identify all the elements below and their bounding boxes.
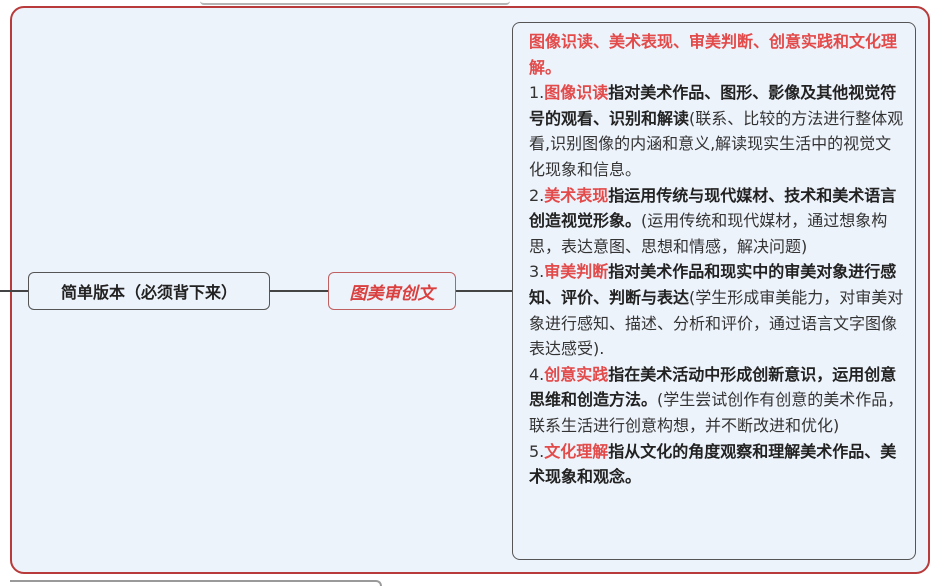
- topic-abbreviation-label: 图美审创文: [349, 283, 435, 304]
- item-number: 2.: [529, 185, 545, 205]
- item-definition: 指运用传统与现代媒材、技术和美术语言创造视觉形象。: [529, 185, 897, 231]
- bottom-branch-line: [10, 580, 382, 586]
- item-note: (学生尝试创作有创意的美术作品，联系生活进行创意构想，并不断改进和优化): [529, 390, 904, 435]
- detail-item-2: 2.美术表现指运用传统与现代媒材、技术和美术语言创造视觉形象。(运用传统和现代媒…: [529, 183, 907, 260]
- detail-item-4: 4.创意实践指在美术活动中形成创新意识，运用创意思维和创造方法。(学生尝试创作有…: [529, 362, 907, 439]
- topic-detail-text[interactable]: 图像识读、美术表现、审美判断、创意实践和文化理解。 1.图像识读指对美术作品、图…: [512, 22, 916, 560]
- connector-left: [0, 290, 28, 292]
- connector-abbr-detail: [456, 290, 512, 292]
- item-number: 3.: [529, 262, 545, 282]
- item-note: (联系、比较的方法进行整体观看,识别图像的内涵和意义,解读现实生活中的视觉文化现…: [529, 108, 904, 179]
- item-note: (学生形成审美能力，对审美对象进行感知、描述、分析和评价，通过语言文字图像表达感…: [529, 287, 904, 359]
- detail-item-3: 3.审美判断指对美术作品和现实中的审美对象进行感知、评价、判断与表达(学生形成审…: [529, 259, 907, 361]
- detail-item-5: 5.文化理解指从文化的角度观察和理解美术作品、美术现象和观念。: [529, 439, 907, 490]
- item-term: 美术表现: [544, 185, 609, 205]
- item-number: 1.: [529, 83, 545, 103]
- topic-simple-version[interactable]: 简单版本（必须背下来）: [28, 272, 270, 310]
- detail-summary: 图像识读、美术表现、审美判断、创意实践和文化理解。: [529, 32, 898, 77]
- item-term: 图像识读: [544, 83, 609, 103]
- item-definition: 指从文化的角度观察和理解美术作品、美术现象和观念。: [529, 441, 897, 487]
- item-definition: 指在美术活动中形成创新意识，运用创意思维和创造方法。: [529, 364, 897, 410]
- item-definition: 指对美术作品和现实中的审美对象进行感知、评价、判断与表达: [529, 262, 897, 307]
- item-term: 创意实践: [544, 364, 609, 384]
- item-term: 审美判断: [544, 262, 609, 282]
- item-note: (运用传统和现代媒材，通过想象构思，表达意图、思想和情感，解决问题): [529, 211, 888, 256]
- topic-simple-version-label: 简单版本（必须背下来）: [60, 283, 237, 302]
- item-definition: 指对美术作品、图形、影像及其他视觉符号的观看、识别和解读: [529, 83, 897, 128]
- top-branch-line: [200, 0, 510, 5]
- topic-abbreviation[interactable]: 图美审创文: [328, 272, 456, 310]
- connector-simple-abbr: [270, 290, 328, 292]
- detail-item-1: 1.图像识读指对美术作品、图形、影像及其他视觉符号的观看、识别和解读(联系、比较…: [529, 80, 907, 182]
- item-number: 5.: [529, 441, 545, 461]
- item-number: 4.: [529, 364, 545, 384]
- item-term: 文化理解: [544, 441, 609, 461]
